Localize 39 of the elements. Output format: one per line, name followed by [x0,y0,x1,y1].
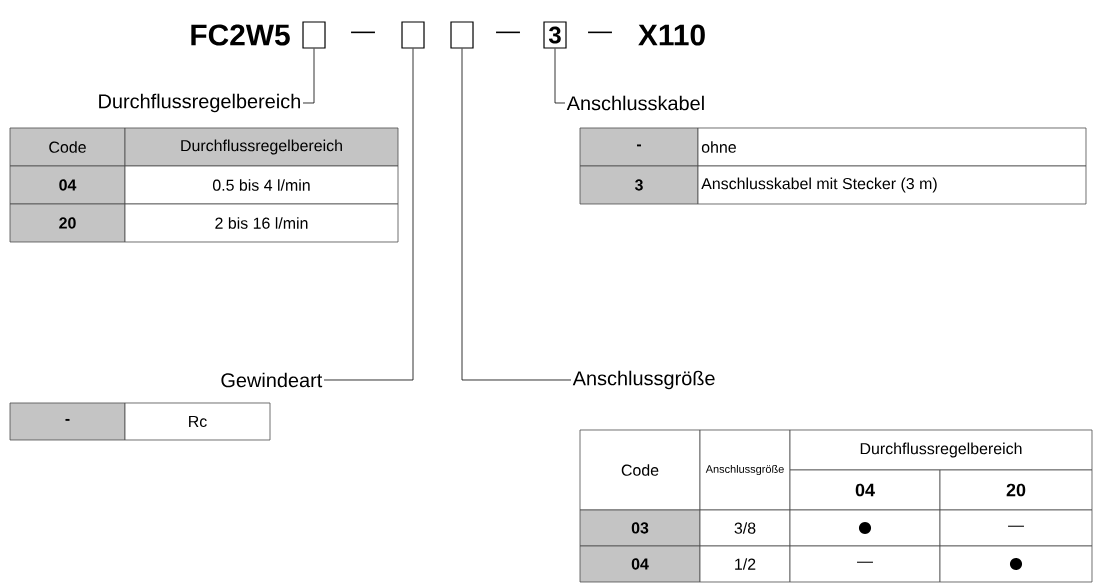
table-cell: 0.5 bis 4 l/min [124,165,399,205]
table-cell: - [579,127,699,167]
table-cell: 20 [9,203,126,243]
table-cell: Code [579,429,701,511]
table-cell: — [789,545,941,583]
table-cell: ● [939,545,1093,583]
leader-line [554,48,566,104]
table-cell: 2 bis 16 l/min [124,203,399,243]
code-box [302,21,326,49]
separator-dash: — [496,31,520,34]
table-cell: 3/8 [699,509,791,547]
table-cell: — [939,509,1093,547]
table-cell: Code [9,127,126,167]
model-code: X110 [638,24,705,46]
code-box: 3 [543,21,567,49]
table-cell: 3 [579,165,699,205]
table-cell: Rc [124,402,271,441]
table-cell: Anschlusskabel mit Stecker (3 m) [697,165,1087,205]
code-box [401,21,425,49]
leader-line [323,48,414,381]
table-cell: 04 [9,165,126,205]
table-cell: 04 [579,545,701,583]
heading: Anschlusskabel [566,95,704,111]
separator-dash: — [351,31,375,34]
code-box [450,21,474,49]
model-code: FC2W5 [191,24,290,46]
heading: Anschlussgröße [572,370,715,390]
table-cell: - [9,402,126,441]
heading: Gewindeart [221,372,323,388]
table-cell: 03 [579,509,701,547]
leader-line [302,48,315,104]
table-cell: ● [789,509,941,547]
leader-line [461,48,572,381]
separator-dash: — [588,31,612,34]
table-cell: 20 [939,469,1093,511]
table-cell: ohne [697,127,1087,167]
heading: Durchflussregelbereich [99,93,300,113]
table-cell: 1/2 [699,545,791,583]
table-cell: 04 [789,469,941,511]
